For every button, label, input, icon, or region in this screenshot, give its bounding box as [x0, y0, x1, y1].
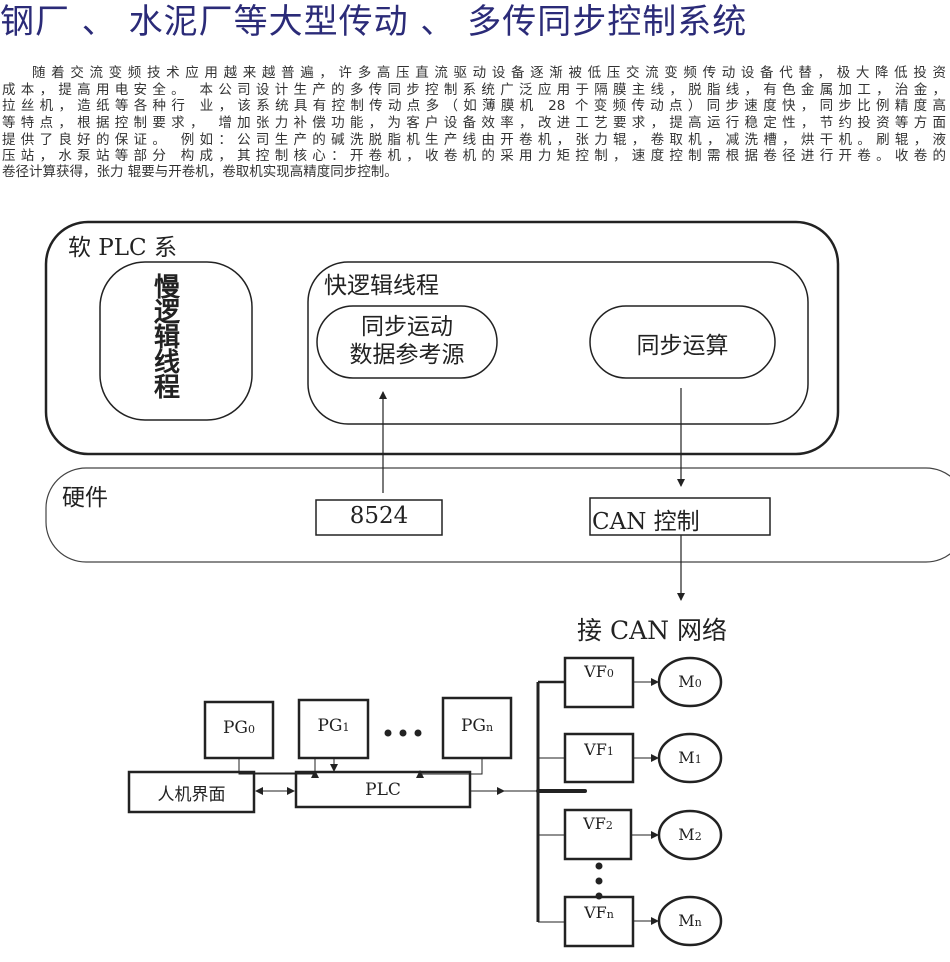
pg0-label: PG0 [222, 718, 256, 738]
plc-label: PLC [365, 780, 401, 800]
hmi-box [127, 770, 256, 814]
sync-calc-pill [589, 305, 776, 379]
vf0-label: VF0 [584, 662, 614, 681]
paragraph-line: 压站，水泵站等部分 构成，其控制核心：开卷机，收卷机的采用力矩控制，速度控制需根… [2, 148, 946, 164]
paragraph-line: 成本，提高用电安全。 本公司设计生产的多传同步控制系统广泛应用于隔膜主线，脱脂线… [2, 82, 946, 98]
motor-0 [657, 656, 723, 708]
motor-2-label: M2 [678, 825, 702, 844]
motor-1 [657, 732, 723, 784]
motor-n-label: Mn [678, 911, 702, 930]
motor-n [657, 895, 723, 947]
pgn-box [441, 696, 513, 760]
can-control-box [589, 497, 771, 536]
pgn-label: PGn [460, 716, 494, 736]
paragraph-line: 拉丝机，造纸等各种行 业，该系统具有控制传动点多（如薄膜机 28 个变频传动点）… [2, 98, 946, 114]
card-8524-label: 8524 [349, 503, 409, 529]
sync-motion-line2: 数据参考源 [349, 342, 465, 368]
hmi-label: 人机界面 [157, 785, 226, 805]
soft-plc-container [44, 220, 840, 456]
sync-calc-label: 同步运算 [636, 333, 729, 359]
motor-1-label: M1 [678, 748, 702, 767]
slow-thread-label: 慢逻辑线程 [153, 273, 180, 403]
hardware-container [45, 467, 950, 563]
document-title: 钢厂 、 水泥厂等大型传动 、 多传同步控制系统 [0, 2, 748, 42]
can-control-label: CAN 控制 [592, 509, 700, 535]
sync-motion-line1: 同步运动 [361, 314, 453, 340]
plc-box [294, 770, 472, 809]
slow-thread-box [99, 261, 253, 421]
fast-thread-box [307, 261, 809, 425]
fast-thread-label: 快逻辑线程 [324, 273, 439, 299]
vf1-label: VF1 [584, 740, 614, 759]
paragraph-line: 卷径计算获得，张力 辊要与开卷机，卷取机实现高精度同步控制。 [2, 164, 398, 180]
sync-motion-label: 同步运动 数据参考源 [317, 313, 497, 369]
card-8524-box [315, 499, 443, 536]
paragraph-line: 随着交流变频技术应用越来越普遍，许多高压直流驱动设备逐渐被低压交流变频传动设备代… [32, 65, 946, 81]
sync-motion-pill [316, 305, 498, 379]
can-network-label: 接 CAN 网络 [577, 616, 727, 645]
soft-plc-label: 软 PLC 系 [68, 235, 177, 261]
paragraph-line: 等特点，根据控制要求， 增加张力补偿功能，为客户设备效率，改进工艺要求，提高运行… [2, 115, 946, 131]
hardware-label: 硬件 [62, 485, 108, 511]
motor-2 [657, 809, 723, 861]
motor-0-label: M0 [678, 672, 702, 691]
pg1-label: PG1 [317, 716, 350, 736]
paragraph-line: 提供了良好的保证。 例如：公司生产的碱洗脱脂机生产线由开卷机，张力辊，卷取机，减… [2, 132, 946, 148]
vf2-label: VF2 [583, 814, 613, 833]
vfn-label: VFn [584, 903, 614, 922]
